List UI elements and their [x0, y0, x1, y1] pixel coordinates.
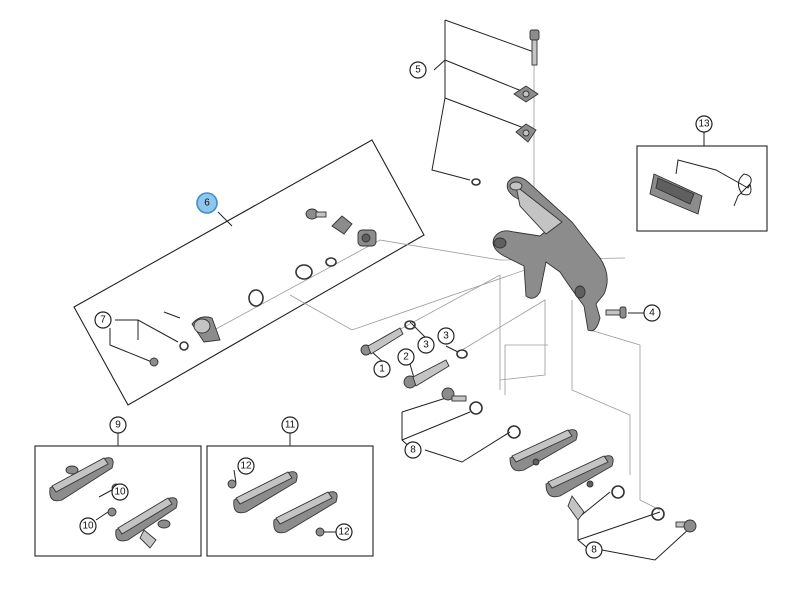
callout-8-lower[interactable]: 8 — [585, 541, 603, 559]
washer-icon — [651, 507, 665, 521]
washer-icon — [295, 264, 313, 280]
callout-11[interactable]: 11 — [281, 416, 299, 434]
callout-3-left[interactable]: 3 — [417, 336, 435, 354]
washer-icon — [507, 425, 521, 439]
nut-icon — [227, 479, 237, 489]
brake-shoe-icon — [49, 457, 114, 502]
brake-shoe-icon — [545, 455, 614, 521]
callout-10-upper[interactable]: 10 — [111, 483, 129, 501]
svg-text:12: 12 — [338, 527, 350, 538]
washer-icon — [515, 123, 537, 143]
washer-icon — [248, 289, 264, 307]
callout-7[interactable]: 7 — [94, 311, 112, 329]
bolt-icon — [163, 311, 181, 319]
washer-icon — [471, 178, 481, 186]
svg-text:3: 3 — [443, 331, 449, 342]
washer-icon — [404, 320, 416, 330]
nut-icon — [315, 527, 325, 537]
svg-text:10: 10 — [114, 487, 126, 498]
washer-icon — [179, 341, 189, 351]
bolt-icon — [529, 29, 540, 66]
group-box-13 — [636, 145, 768, 232]
svg-text:12: 12 — [240, 461, 252, 472]
callout-13[interactable]: 13 — [695, 115, 713, 133]
bolt-icon — [605, 306, 627, 319]
callout-3-right[interactable]: 3 — [437, 327, 455, 345]
callout-12-lower[interactable]: 12 — [335, 523, 353, 541]
group-box-6 — [73, 139, 425, 406]
callout-12-upper[interactable]: 12 — [237, 457, 255, 475]
svg-text:13: 13 — [698, 119, 710, 130]
callout-6[interactable]: 6 — [196, 192, 218, 214]
brake-shoe-icon — [115, 497, 178, 549]
svg-text:9: 9 — [115, 420, 121, 431]
leader-lines — [95, 19, 705, 561]
callout-10-lower[interactable]: 10 — [79, 517, 97, 535]
callout-4[interactable]: 4 — [643, 304, 661, 322]
svg-text:2: 2 — [403, 352, 409, 363]
svg-text:6: 6 — [204, 198, 210, 209]
callout-2[interactable]: 2 — [397, 348, 415, 366]
bolt-icon — [360, 327, 404, 356]
svg-text:4: 4 — [649, 308, 655, 319]
svg-text:11: 11 — [285, 420, 296, 431]
nut-icon — [513, 85, 539, 103]
brake-shoe-icon — [273, 491, 338, 534]
brake-shoe-icon — [649, 173, 703, 215]
svg-text:7: 7 — [100, 315, 106, 326]
bolt-icon — [149, 357, 159, 367]
callout-9[interactable]: 9 — [109, 416, 127, 434]
caliper-arm-icon — [492, 176, 608, 332]
washer-icon — [456, 349, 468, 359]
bolt-icon — [403, 359, 450, 389]
svg-text:8: 8 — [410, 445, 416, 456]
nut-icon — [357, 229, 377, 247]
bolt-icon — [305, 208, 327, 220]
brake-shoe-icon — [509, 429, 578, 472]
callout-5[interactable]: 5 — [409, 61, 427, 79]
svg-text:8: 8 — [591, 545, 597, 556]
svg-text:5: 5 — [415, 65, 421, 76]
svg-text:3: 3 — [423, 340, 429, 351]
washer-icon — [469, 401, 483, 415]
nut-icon — [191, 316, 221, 343]
washer-icon — [611, 485, 625, 499]
nut-icon — [331, 215, 353, 235]
bolt-icon — [675, 519, 697, 533]
callout-8-upper[interactable]: 8 — [404, 441, 422, 459]
nut-icon — [107, 507, 117, 517]
spring-icon — [675, 159, 752, 207]
callout-1[interactable]: 1 — [373, 360, 391, 378]
bolt-icon — [441, 387, 467, 402]
svg-text:1: 1 — [379, 364, 385, 375]
brake-shoe-icon — [233, 471, 298, 514]
svg-text:10: 10 — [82, 521, 94, 532]
washer-icon — [325, 257, 337, 267]
